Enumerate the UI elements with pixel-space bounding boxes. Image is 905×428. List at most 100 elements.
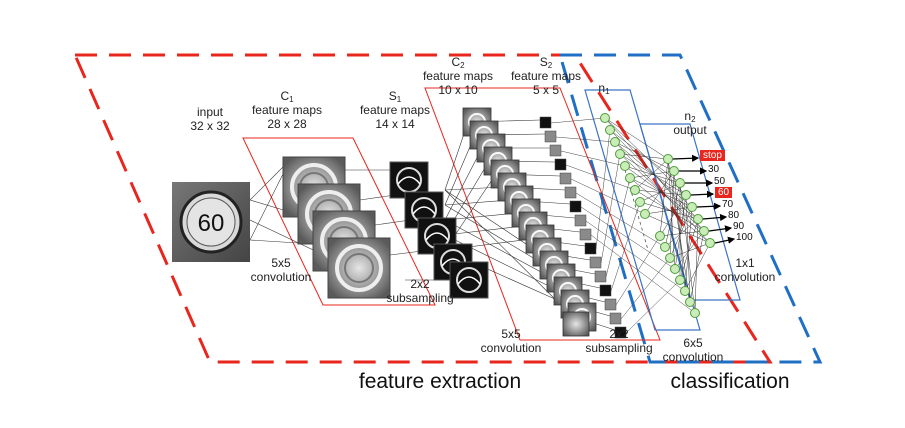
input-sign-image: 60 xyxy=(172,182,250,262)
classification-title: classification xyxy=(670,370,790,393)
connection-line xyxy=(669,170,675,259)
s2-feature-map xyxy=(614,326,627,339)
sub2-kernel: 2x2 xyxy=(609,327,629,341)
connection-line xyxy=(605,177,631,278)
output-class-stop: stop xyxy=(700,150,725,161)
s2-feature-map xyxy=(609,312,622,325)
s2-feature-map xyxy=(604,298,617,311)
feature-extraction-region xyxy=(72,53,773,364)
output-arrow xyxy=(672,154,700,162)
n1-neuron xyxy=(665,253,675,263)
c1-label: C1 feature maps 28 x 28 xyxy=(242,89,332,132)
conv3-label: 6x5 convolution xyxy=(650,336,736,365)
c1-layer-frame xyxy=(242,137,436,306)
connection-line xyxy=(659,158,669,237)
connection-line xyxy=(249,164,286,201)
connection-line xyxy=(580,206,676,270)
connection-line xyxy=(444,189,539,253)
s1-letter: S xyxy=(388,89,397,103)
connection-line xyxy=(615,235,661,306)
n2-neuron xyxy=(705,238,715,248)
output-class-90: 90 xyxy=(733,221,745,232)
n1-neuron xyxy=(675,275,685,285)
conv2-kernel: 5x5 xyxy=(501,327,521,341)
connection-line xyxy=(659,194,687,237)
connection-line xyxy=(679,182,696,314)
n1-neuron xyxy=(615,149,625,159)
connection-line xyxy=(659,230,705,237)
n2-neuron xyxy=(699,226,709,236)
conv1-label: 5x5 convolution xyxy=(238,256,324,285)
s2-size: 5 x 5 xyxy=(532,82,559,97)
sub1-label: 2x2 subsampling xyxy=(375,277,465,306)
s2-feature-map xyxy=(559,172,572,185)
n1-neuron xyxy=(655,231,665,241)
output-arrow xyxy=(696,202,722,210)
s2-feature-map xyxy=(554,158,567,171)
connection-line xyxy=(374,219,411,226)
n1-neuron xyxy=(605,125,615,135)
n2-label: n2 output xyxy=(660,109,720,138)
s2-feature-map xyxy=(539,116,552,129)
connection-line xyxy=(685,194,691,303)
connection-line xyxy=(604,117,705,232)
n1-neuron xyxy=(635,197,645,207)
connection-line xyxy=(664,182,681,248)
connection-line xyxy=(667,158,691,303)
c2-size: 10 x 10 xyxy=(438,82,478,97)
conv3-op: convolution xyxy=(662,349,724,364)
c1-size: 28 x 28 xyxy=(267,116,307,131)
connection-line xyxy=(694,218,699,314)
n1-layer-frame xyxy=(584,89,701,331)
n1-neuron xyxy=(625,173,635,183)
s2-feature-map xyxy=(569,200,582,213)
c1-letter: C xyxy=(280,89,290,103)
connection-line xyxy=(585,220,686,292)
n1-sub: 1 xyxy=(605,87,610,96)
conv4-label: 1x1 convolution xyxy=(705,256,785,285)
connection-line xyxy=(669,242,711,259)
svg-text:60: 60 xyxy=(198,210,225,237)
c2-letter: C xyxy=(451,55,461,69)
connection-line xyxy=(609,129,699,220)
output-label: stop xyxy=(700,150,725,161)
n2-neuron xyxy=(675,178,685,188)
connection-line xyxy=(620,257,671,320)
n1-neuron xyxy=(600,113,610,123)
output-label: 50 xyxy=(714,176,725,187)
connection-line xyxy=(619,153,669,160)
connection-line xyxy=(575,192,666,248)
input-title: input xyxy=(196,105,224,119)
s2-sub: 2 xyxy=(547,61,553,70)
conv1-op: convolution xyxy=(250,269,312,284)
output-class-100: 100 xyxy=(736,232,753,243)
c2-title: feature maps xyxy=(422,69,494,84)
s2-feature-map xyxy=(574,214,587,227)
s1-size: 14 x 14 xyxy=(375,116,415,131)
sub2-op: subsampling xyxy=(585,340,653,355)
n1-neuron xyxy=(620,161,630,171)
conv2-op: convolution xyxy=(480,340,542,355)
n1-neuron xyxy=(640,209,650,219)
c1-title: feature maps xyxy=(251,103,323,118)
connection-line xyxy=(570,178,646,215)
connection-line xyxy=(634,158,669,191)
s1-sub: 1 xyxy=(396,95,402,104)
c2-sub: 2 xyxy=(460,61,465,70)
s2-feature-map xyxy=(544,130,557,143)
n1-neuron xyxy=(670,264,680,274)
connection-line xyxy=(644,206,693,215)
classification-region xyxy=(557,53,823,364)
output-class-70: 70 xyxy=(722,199,734,210)
output-label: 70 xyxy=(722,199,733,210)
connection-line xyxy=(444,219,553,279)
connection-line xyxy=(667,158,676,270)
s1-title: feature maps xyxy=(359,103,431,118)
c1-sub: 1 xyxy=(289,95,294,104)
s2-feature-map xyxy=(564,186,577,199)
output-label: 60 xyxy=(715,187,733,198)
output-class-30: 30 xyxy=(708,164,720,175)
output-arrow xyxy=(690,190,715,198)
s2-feature-map xyxy=(599,284,612,297)
feature-extraction-title: feature extraction xyxy=(358,370,522,393)
